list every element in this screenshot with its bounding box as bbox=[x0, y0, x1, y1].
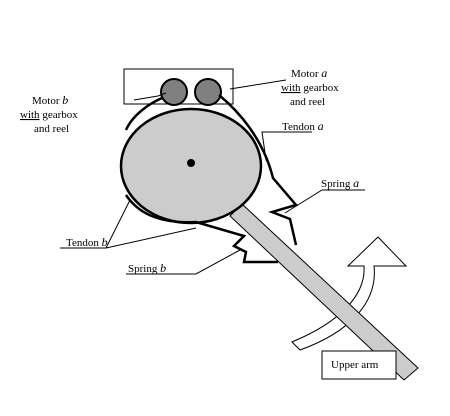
upper-arm-label-box bbox=[321, 350, 397, 380]
motor-a-label: Motor a with gearbox and reel bbox=[281, 66, 342, 108]
motor-a bbox=[194, 78, 222, 106]
spring-a-label: Spring a bbox=[321, 176, 359, 190]
tendon-a-label: Tendon a bbox=[282, 119, 324, 133]
spring-b-label: Spring b bbox=[128, 261, 166, 275]
tendon-a bbox=[218, 94, 299, 246]
leader-lines bbox=[60, 79, 365, 275]
joint-axis bbox=[187, 159, 195, 167]
rotation-arrow bbox=[291, 236, 408, 351]
motor-b-label: Motor b with gearbox and reel bbox=[20, 93, 81, 135]
upper-arm-label: Upper arm bbox=[331, 359, 379, 371]
motor-b bbox=[160, 78, 188, 106]
tendon-b-label: Tendon b bbox=[66, 235, 108, 249]
tendon-b bbox=[124, 96, 278, 264]
